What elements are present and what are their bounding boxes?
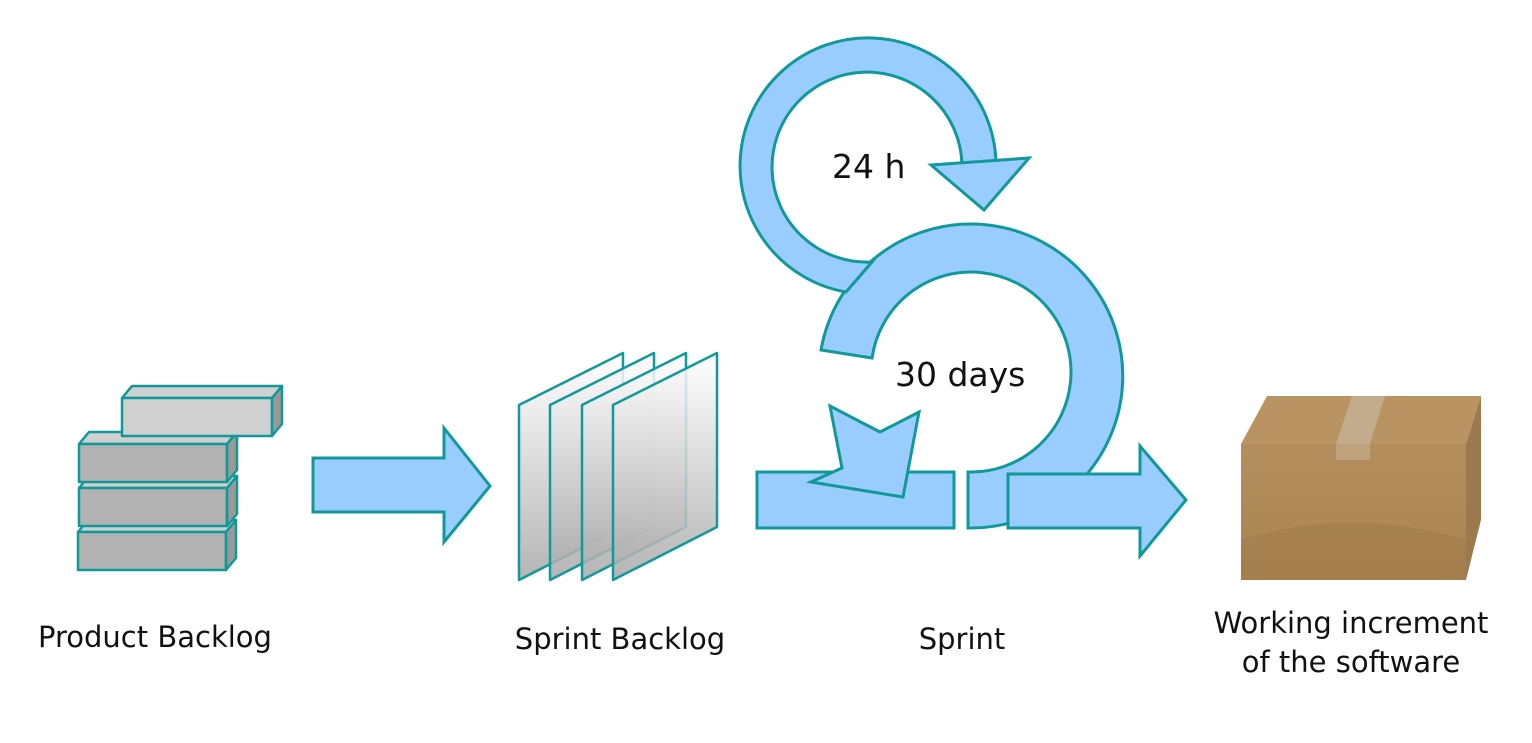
box-front-face: [1241, 444, 1466, 580]
box-tape-top: [1336, 396, 1385, 444]
box-front-shade: [1241, 522, 1466, 580]
product-backlog-icon: [76, 384, 284, 572]
daily-cycle-label: 24 h: [832, 147, 906, 186]
sprint-backlog-icon: [517, 351, 719, 582]
sprint-30-days-arrowhead: [805, 403, 922, 499]
sprint-label: Sprint: [918, 622, 1006, 656]
backlog-block-top: [120, 384, 284, 438]
arrow-to-sprint-backlog: [311, 423, 492, 547]
daily-24h-ring: [738, 36, 998, 294]
sprint-cycle-label: 30 days: [895, 355, 1026, 394]
software-increment-box-icon: [1241, 396, 1481, 580]
backlog-block-upper: [77, 430, 239, 484]
increment-label-line-1: Working increment: [1213, 606, 1489, 640]
sprint-cycle: [738, 36, 1188, 561]
daily-24h-arrowhead: [927, 156, 1033, 213]
sprint-output-arrow: [1006, 441, 1188, 561]
box-tape-front: [1336, 444, 1370, 460]
backlog-block-middle: [77, 474, 239, 528]
backlog-block-bottom: [76, 518, 238, 572]
sprint-backlog-label: Sprint Backlog: [514, 622, 726, 656]
sprint-backlog-sheet-4: [611, 351, 719, 582]
box-side-face: [1466, 396, 1481, 580]
increment-label-line-2: of the software: [1241, 645, 1461, 679]
product-backlog-label: Product Backlog: [38, 620, 272, 654]
sprint-30-days-ring: [819, 222, 1125, 530]
